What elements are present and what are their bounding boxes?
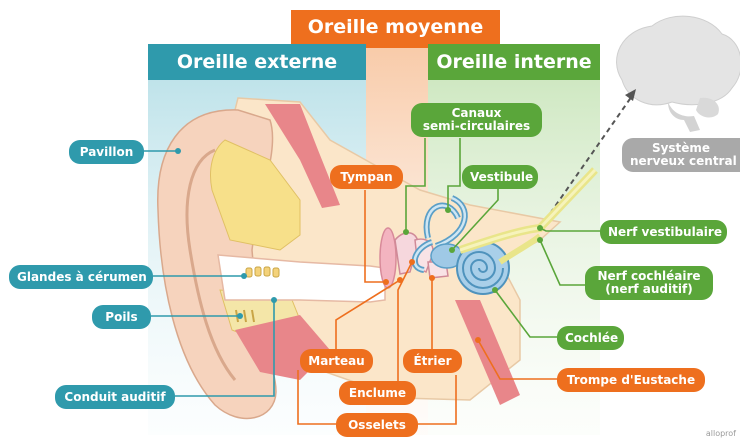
label-cochlee: Cochlée	[557, 326, 624, 350]
middle-ear-header: Oreille moyenne	[291, 12, 500, 42]
credit-text: alloprof	[706, 429, 736, 438]
label-glandes-cerumen: Glandes à cérumen	[9, 265, 153, 289]
tympanum	[380, 228, 396, 288]
label-marteau: Marteau	[300, 349, 373, 373]
outer-ear-header: Oreille externe	[148, 46, 366, 78]
label-systeme-nerveux-central: Système nerveux central	[622, 138, 740, 172]
label-nerf-cochleaire-line2: (nerf auditif)	[593, 283, 705, 296]
label-systeme-line2: nerveux central	[630, 155, 732, 168]
inner-ear-header: Oreille interne	[428, 46, 600, 78]
label-canaux-line2: semi-circulaires	[419, 120, 534, 133]
label-etrier: Étrier	[403, 349, 462, 373]
label-pavillon: Pavillon	[69, 140, 144, 164]
label-conduit-auditif: Conduit auditif	[55, 385, 175, 409]
label-vestibule: Vestibule	[462, 165, 538, 189]
brain-icon	[617, 16, 740, 132]
label-poils: Poils	[92, 305, 151, 329]
label-nerf-cochleaire: Nerf cochléaire (nerf auditif)	[585, 266, 713, 300]
label-osselets: Osselets	[336, 413, 418, 437]
label-trompe-eustache: Trompe d'Eustache	[557, 368, 705, 392]
label-enclume: Enclume	[339, 381, 416, 405]
label-tympan: Tympan	[330, 165, 403, 189]
label-canaux-semi-circulaires: Canaux semi-circulaires	[411, 103, 542, 137]
label-nerf-vestibulaire: Nerf vestibulaire	[600, 220, 727, 244]
